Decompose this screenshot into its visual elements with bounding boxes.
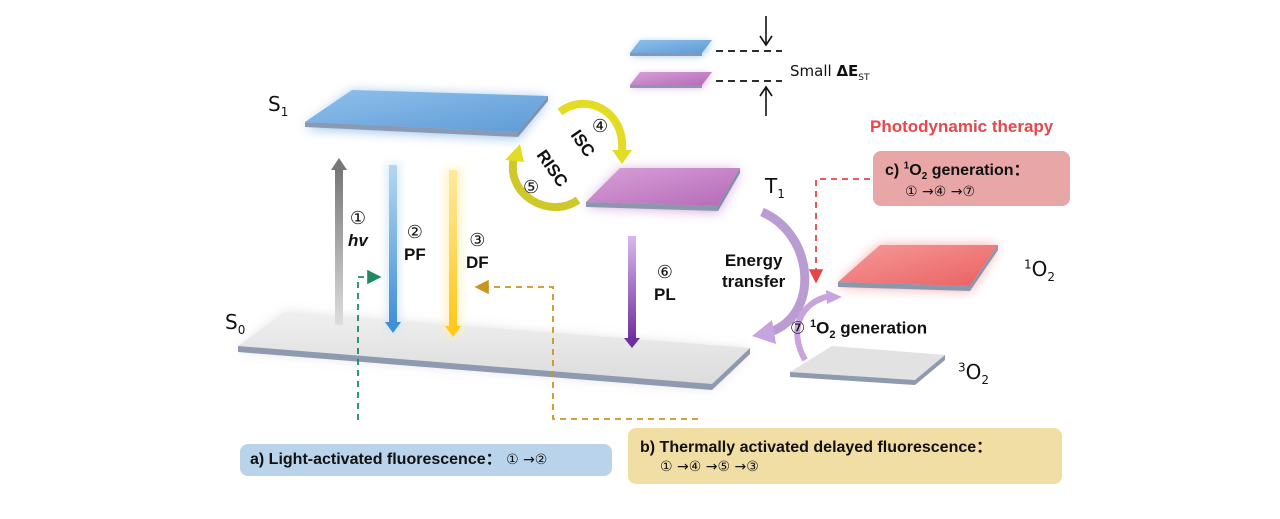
energy-transfer-arrowhead [752,320,776,344]
small-gap-label: Small ΔEST [790,62,870,83]
delayed-fluorescence-arrow [444,168,462,337]
s0-label: S0 [225,310,246,337]
pathway-b-title: b) Thermally activated delayed fluoresce… [640,439,993,456]
t1-plate [586,168,740,212]
prompt-fluorescence-arrow [385,163,401,333]
pathway-box-singlet-oxygen: c) 1O2 generation： ① →④ →⑦ [873,151,1070,206]
isc-number: ④ [592,116,608,136]
phosphorescence-arrow [624,236,640,348]
s1-label: S1 [268,92,289,119]
s0-plate [238,312,750,390]
pathway-c-sequence: ① →④ →⑦ [905,184,976,201]
isc-arrowhead [612,150,632,164]
energy-transfer-arrow [760,207,810,337]
s1-plate [305,90,548,138]
connector-line-b [474,279,698,420]
pathway-b-sequence: ① →④ →⑤ →③ [660,459,759,475]
triplet-oxygen-plate [790,346,945,385]
t1-label: T1 [765,174,785,201]
pathway-a-title: a) Light-activated fluorescence： [250,451,502,468]
oxygen-generation-arrowhead [826,290,842,304]
pathway-a-sequence: ① →② [506,452,548,468]
connector-line-a [357,269,382,420]
singlet-oxygen-label: 1O2 [1024,257,1056,284]
gap-arrow-up [759,85,773,116]
risc-arrowhead [505,144,524,162]
risc-number: ⑤ [523,177,539,197]
isc-arrow [557,99,627,151]
gap-arrow-down [759,16,773,47]
pathway-c-title: c) 1O2 generation： [885,160,1030,183]
small-triplet-plate [630,72,712,88]
excitation-arrow [331,158,347,325]
pathway-box-light-activated: a) Light-activated fluorescence： ① →② [240,444,612,476]
triplet-oxygen-label: 3O2 [958,360,990,387]
risc-arrow [508,157,581,212]
oxygen-generation-arrow [794,293,831,362]
small-singlet-plate [630,40,712,56]
photodynamic-therapy-title: Photodynamic therapy [870,117,1054,136]
pathway-box-tadf: b) Thermally activated delayed fluoresce… [628,428,1062,484]
singlet-oxygen-plate [838,245,998,291]
connector-line-c [808,178,870,284]
step-7-label: ⑦ 1O2 generation [790,318,928,342]
